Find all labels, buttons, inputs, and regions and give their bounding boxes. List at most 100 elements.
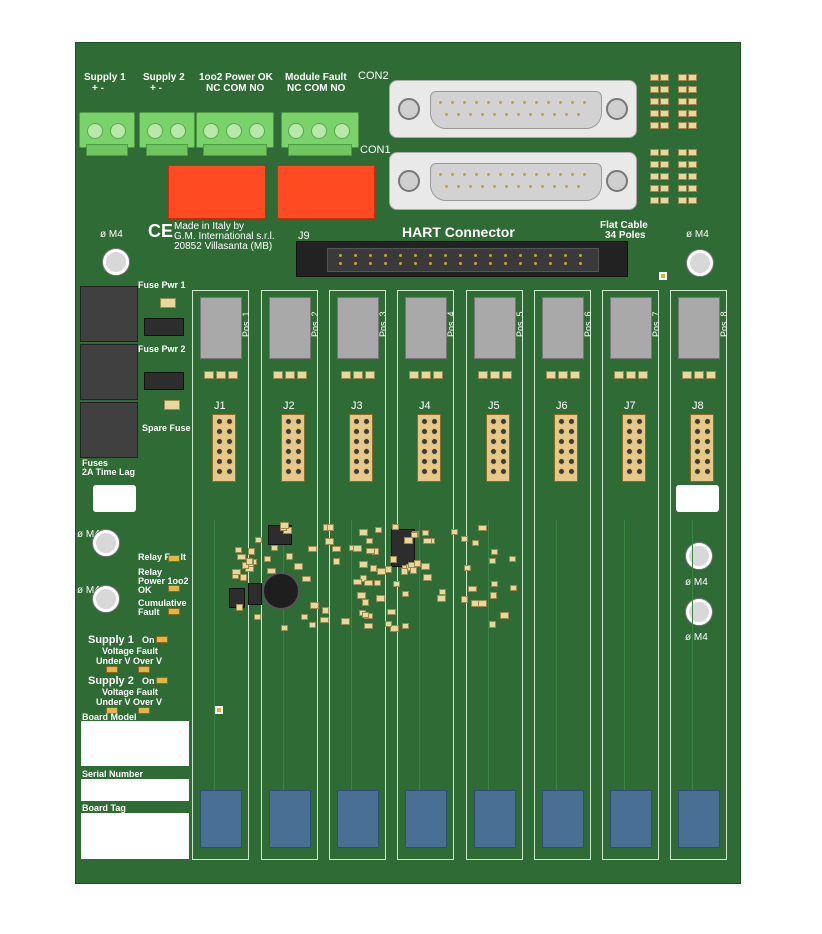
jack-pin (353, 448, 360, 455)
supply2-voltage-fault: Voltage Fault (102, 687, 158, 697)
smd-resistor (650, 197, 659, 204)
jack-pin (431, 468, 438, 475)
power-ok-terminal-block[interactable] (196, 112, 274, 156)
fuse-pwr1[interactable] (80, 286, 138, 342)
con2-connector[interactable] (389, 80, 637, 138)
connector-pin (565, 113, 568, 116)
smd-resistor (678, 185, 687, 192)
label-pad-right (676, 485, 719, 512)
jack-pin (626, 448, 633, 455)
jack-pin (636, 438, 643, 445)
connector-pin (523, 101, 526, 104)
jack-pin (704, 438, 711, 445)
hart-pin (369, 254, 372, 257)
smd-resistor (688, 122, 697, 129)
module-slot[interactable] (397, 290, 454, 860)
con1-connector[interactable] (389, 152, 637, 210)
serial-number-field (81, 779, 189, 801)
module-slot[interactable] (534, 290, 591, 860)
screw-icon (288, 123, 304, 139)
module-slot[interactable] (192, 290, 249, 860)
connector-pin (553, 113, 556, 116)
supply2-terminal-block[interactable] (139, 112, 195, 156)
module-slot[interactable] (261, 290, 318, 860)
connector-pin (577, 113, 580, 116)
smd-component (404, 537, 413, 544)
hart-pin (549, 262, 552, 265)
screw-icon (311, 123, 327, 139)
hart-connector[interactable] (296, 241, 628, 277)
ic-small (248, 583, 262, 605)
connector-pin (517, 113, 520, 116)
supply2-pins: + - (150, 83, 162, 94)
hart-pin (534, 262, 537, 265)
jack-connector[interactable] (417, 414, 441, 482)
jack-pin (558, 458, 565, 465)
smd-component (309, 622, 316, 628)
connector-pin (547, 101, 550, 104)
smd-resistor (650, 122, 659, 129)
supply1-terminal-block[interactable] (79, 112, 135, 156)
hart-title: HART Connector (402, 224, 515, 240)
power-inductor (262, 572, 300, 610)
terminal-foot (203, 144, 267, 156)
connector-pin (445, 185, 448, 188)
connector-pin (493, 185, 496, 188)
connector-pin (583, 101, 586, 104)
smd-resistor (650, 98, 659, 105)
slot-base-connector (610, 790, 652, 848)
fuse-pwr2[interactable] (80, 344, 138, 400)
smd-component (366, 548, 375, 554)
con2-label: CON2 (358, 70, 389, 82)
hart-pin (474, 254, 477, 257)
jack-pin (431, 448, 438, 455)
hart-pin (474, 262, 477, 265)
module-slot[interactable] (602, 290, 659, 860)
slot-base-connector (405, 790, 447, 848)
module-fault-terminal-block[interactable] (281, 112, 359, 156)
supply1-on-led (156, 636, 168, 643)
slot-latch (610, 297, 652, 359)
jack-connector[interactable] (212, 414, 236, 482)
smd-component (308, 546, 317, 552)
m4-label-left-2: ø M4 (77, 585, 100, 596)
jack-connector[interactable] (554, 414, 578, 482)
jack-pin (558, 448, 565, 455)
hart-pin (504, 262, 507, 265)
mounting-hole-left-1 (93, 530, 119, 556)
module-slot[interactable] (466, 290, 523, 860)
smd-component (160, 298, 176, 308)
module-fault-pins: NC COM NO (287, 83, 346, 94)
jack-pin (421, 418, 428, 425)
smd-component (255, 537, 262, 543)
smd-resistor (650, 149, 659, 156)
smd-component (375, 527, 382, 533)
smd-component (370, 565, 377, 572)
spare-fuse[interactable] (80, 402, 138, 458)
jack-connector[interactable] (486, 414, 510, 482)
screw-icon (110, 123, 126, 139)
jack-pin (490, 438, 497, 445)
con1-pins (429, 163, 599, 199)
smd-resistor (660, 122, 669, 129)
jack-connector[interactable] (349, 414, 373, 482)
module-slot[interactable] (670, 290, 727, 860)
jack-label: J6 (556, 400, 568, 412)
jack-connector[interactable] (281, 414, 305, 482)
smd-component (402, 591, 409, 597)
screw-hole-icon (398, 170, 420, 192)
jack-connector[interactable] (690, 414, 714, 482)
connector-pin (499, 101, 502, 104)
jack-connector[interactable] (622, 414, 646, 482)
smd-component (546, 371, 556, 379)
module-slot[interactable] (329, 290, 386, 860)
supply2-status-title: Supply 2 (88, 675, 134, 687)
smd-resistor (678, 74, 687, 81)
hart-pin (339, 254, 342, 257)
slot-base-connector (678, 790, 720, 848)
hart-pin (429, 254, 432, 257)
jack-pin (216, 468, 223, 475)
smd-component (353, 545, 362, 552)
connector-pin (499, 173, 502, 176)
jack-pin (295, 418, 302, 425)
